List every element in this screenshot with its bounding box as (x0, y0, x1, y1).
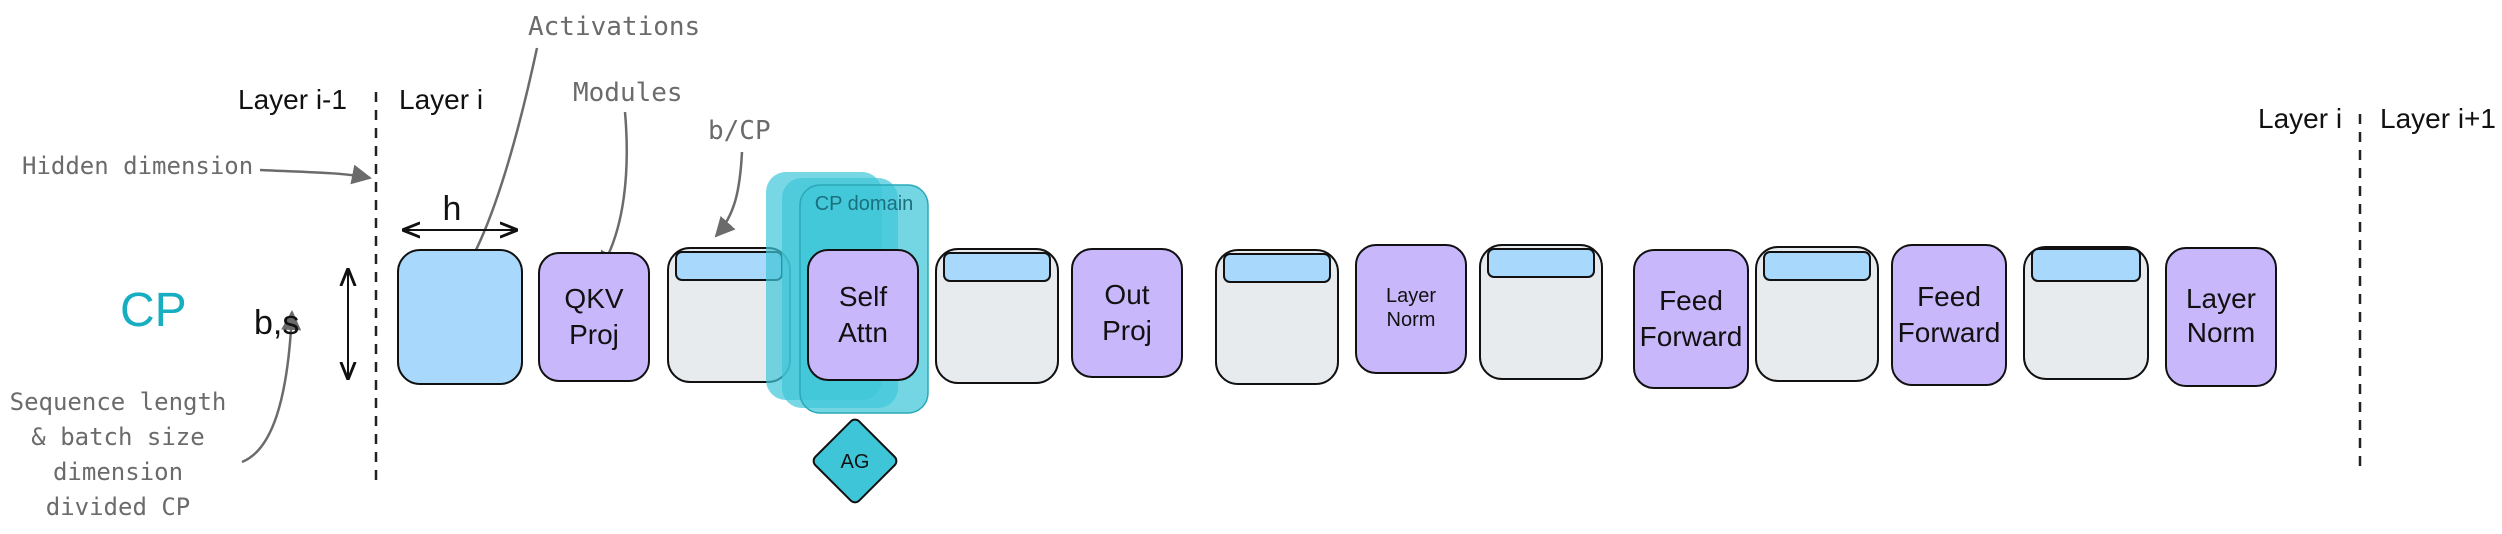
feed-forward-2-label-2: Forward (1898, 317, 2001, 348)
sequence-annotation-line2: & batch size (31, 423, 204, 451)
layer-norm-1-label-1: Layer (1386, 285, 1436, 307)
sequence-annotation-line4: divided CP (46, 493, 191, 521)
module-feed-forward-1 (1633, 249, 1749, 389)
out-proj-label-2: Proj (1102, 315, 1152, 346)
activations-annotation: Activations (528, 12, 700, 42)
hidden-dimension-annotation: Hidden dimension (22, 152, 253, 180)
sequence-annotation-line3: dimension (53, 458, 183, 486)
activation-block-6-slice (1763, 251, 1871, 281)
hidden-dimension-arrow (259, 164, 372, 185)
layer-i-left-label: Layer i (399, 84, 483, 115)
layer-i-right-label: Layer i (2258, 103, 2342, 134)
activation-block-3 (935, 248, 1059, 384)
layer-norm-2-label-2: Norm (2187, 317, 2255, 348)
module-feed-forward-2 (1891, 244, 2007, 386)
qkv-proj-label-2: Proj (569, 319, 619, 350)
sequence-arrow (241, 310, 302, 464)
allgather-diamond (812, 418, 898, 504)
activation-block-5-slice (1487, 248, 1595, 278)
modules-arrow (598, 111, 628, 272)
b-cp-arrow (714, 151, 744, 238)
sequence-annotation-line1: Sequence length (10, 388, 227, 416)
module-self-attn (807, 249, 919, 381)
activation-block-4-slice (1223, 253, 1331, 283)
activation-block-5 (1479, 244, 1603, 380)
activation-block-input (397, 249, 523, 385)
modules-annotation: Modules (573, 78, 683, 108)
activation-block-4 (1215, 249, 1339, 385)
layer-prev-label: Layer i-1 (238, 84, 347, 115)
module-out-proj (1071, 248, 1183, 378)
feed-forward-2-label-1: Feed (1917, 281, 1981, 312)
layer-next-label: Layer i+1 (2380, 103, 2496, 134)
layer-norm-1-label-2: Norm (1387, 309, 1436, 331)
self-attn-label-1: Self (839, 281, 887, 312)
out-proj-label-1: Out (1104, 279, 1149, 310)
module-layer-norm-1 (1355, 244, 1467, 374)
self-attn-label-2: Attn (838, 317, 888, 348)
b-cp-annotation: b/CP (708, 116, 771, 146)
module-layer-norm-2 (2165, 247, 2277, 387)
feed-forward-1-label-2: Forward (1640, 321, 1743, 352)
module-qkv-proj (538, 252, 650, 382)
cp-label: CP (120, 284, 187, 337)
cp-domain-label: CP domain (815, 193, 914, 215)
feed-forward-1-label-1: Feed (1659, 285, 1723, 316)
activation-block-7-slice (2031, 248, 2141, 282)
activations-arrow (463, 47, 539, 272)
layer-norm-2-label-1: Layer (2186, 283, 2256, 314)
h-label: h (443, 190, 462, 228)
batch-seq-label: b,s (254, 304, 299, 342)
activation-block-3-slice (943, 252, 1051, 282)
allgather-label: AG (841, 451, 870, 473)
qkv-proj-label-1: QKV (564, 283, 623, 314)
